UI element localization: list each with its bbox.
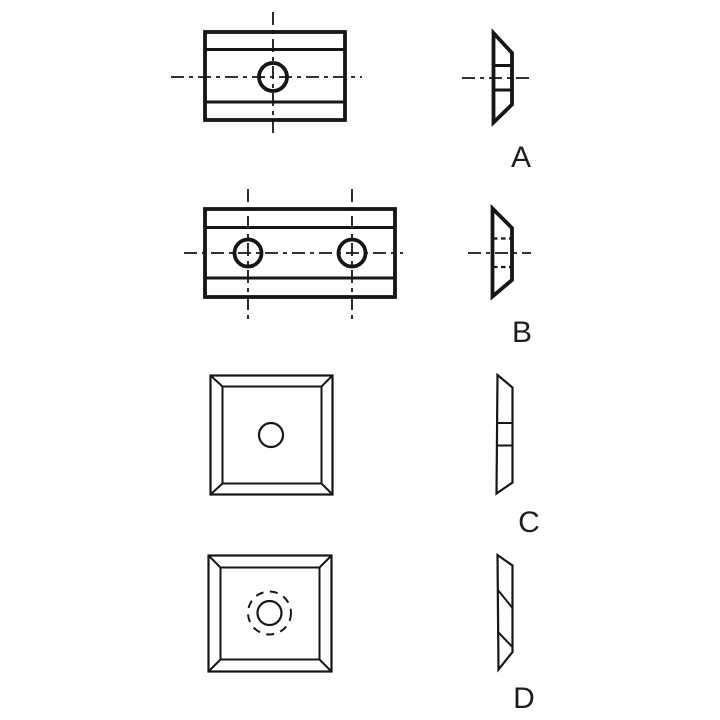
insert-d-front-view [207, 554, 333, 673]
profile-outline [490, 203, 514, 301]
mounting-hole [256, 599, 283, 627]
corner-bevel-line [318, 658, 333, 673]
insert-d-side-view [496, 552, 514, 673]
corner-bevel-line [320, 482, 334, 496]
insert-b-side-view [468, 203, 531, 301]
profile-outline [495, 372, 514, 496]
profile-outline [491, 28, 514, 127]
label-a: A [511, 141, 531, 174]
corner-bevel-line [209, 374, 224, 388]
label-d: D [513, 682, 535, 715]
label-c: C [518, 506, 540, 539]
insert-c-front-view [209, 374, 334, 496]
corner-bevel-line [209, 482, 224, 496]
insert-a-front-view [171, 12, 362, 138]
countersink-edge-line [496, 630, 514, 648]
profile-outline [496, 552, 514, 673]
mounting-hole-right [336, 237, 368, 269]
corner-bevel-line [320, 374, 334, 388]
countersink-edge-line [496, 588, 514, 609]
insert-outline [203, 207, 397, 299]
corner-bevel-line [207, 554, 222, 569]
bevel-inner-edge [221, 385, 323, 485]
corner-bevel-line [207, 658, 222, 673]
insert-b-front-view [184, 189, 403, 319]
insert-outline [207, 554, 333, 673]
bevel-inner-edge [219, 566, 321, 661]
insert-a-side-view [462, 28, 530, 127]
corner-bevel-line [318, 554, 333, 569]
countersink-dashed-circle [247, 590, 292, 636]
insert-outline [209, 374, 334, 496]
insert-outline [203, 30, 347, 122]
insert-c-side-view [495, 372, 514, 496]
label-b: B [512, 316, 532, 349]
mounting-hole [257, 61, 289, 93]
mounting-hole [257, 421, 285, 449]
mounting-hole-left [232, 237, 264, 269]
